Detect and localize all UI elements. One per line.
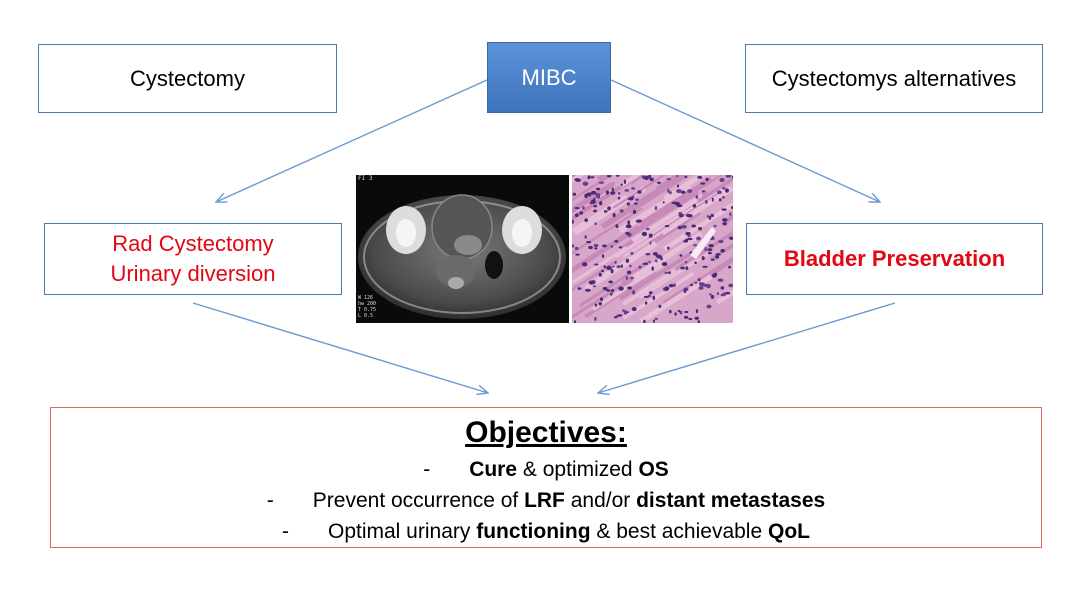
ct-overlay-line: T 0.75 [358,307,377,313]
objective-item: - Prevent occurrence of LRF and/or distan… [267,485,825,516]
ct-overlay-text: W 126 hw 200 T 0.75 L 0.5 [358,295,376,319]
cystectomy-label: Cystectomy [130,65,245,91]
rad-cystectomy-node: Rad Cystectomy Urinary diversion [44,223,342,295]
objective-text: & optimized [517,458,639,481]
bladder-preservation-label: Bladder Preservation [783,246,1006,271]
objectives-box: Objectives: -Cure & optimized OS-Prevent… [50,407,1042,548]
objective-bullet: - [282,520,289,543]
objective-keyword: LRF [524,489,565,512]
ct-overlay-line: hw 200 [358,301,377,307]
histology-image [572,175,733,323]
urinary-diversion-label: Urinary diversion [110,261,276,286]
ct-corner-label: FI 3 [358,175,373,182]
objective-text: & best achievable [590,520,768,543]
mibc-node: MIBC [487,42,611,113]
objective-keyword: functioning [476,520,591,543]
objective-keyword: distant metastases [636,489,826,512]
mibc-label: MIBC [521,64,577,90]
ct-overlay-line: W 126 [358,295,374,301]
objective-item: - Optimal urinary functioning & best achi… [267,516,825,547]
objective-keyword: Cure [469,458,518,481]
bladder-preservation-node: Bladder Preservation [746,223,1043,295]
ct-scan-image: FI 3 W 126 hw 200 T 0.75 L 0.5 [356,175,569,323]
alternatives-node: Cystectomys alternatives [745,44,1043,113]
objective-text: Optimal urinary [328,520,477,543]
objective-keyword: OS [638,458,669,481]
cystectomy-node: Cystectomy [38,44,337,113]
alternatives-label: Cystectomys alternatives [771,65,1017,91]
ct-overlay-line: L 0.5 [358,313,374,319]
objectives-title: Objectives: [465,416,627,449]
objective-bullet: - [423,458,431,481]
objective-keyword: QoL [767,520,810,543]
rad-cystectomy-label: Rad Cystectomy [112,231,274,256]
objective-item: - Cure & optimized OS [267,454,825,485]
objective-bullet: - [266,489,274,512]
objective-text: and/or [564,489,637,512]
objectives-list: -Cure & optimized OS-Prevent occurrence … [267,454,825,547]
objective-text: Prevent occurrence of [312,489,525,512]
